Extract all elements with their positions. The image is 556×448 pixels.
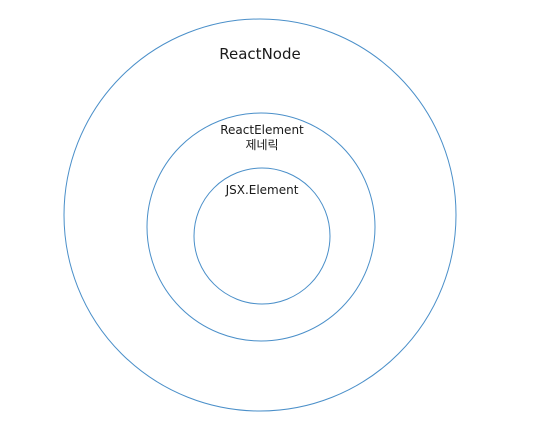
middle-sublabel: 제네릭 xyxy=(245,138,278,152)
inner-label: JSX.Element xyxy=(225,183,299,197)
outer-circle xyxy=(63,18,457,412)
middle-circle xyxy=(146,112,376,342)
middle-set: ReactElement 제네릭 xyxy=(146,112,376,342)
middle-label: ReactElement xyxy=(220,123,304,137)
inner-circle xyxy=(193,167,331,305)
outer-label: ReactNode xyxy=(219,45,300,63)
outer-set: ReactNode xyxy=(63,18,457,412)
inner-set: JSX.Element xyxy=(193,167,331,305)
